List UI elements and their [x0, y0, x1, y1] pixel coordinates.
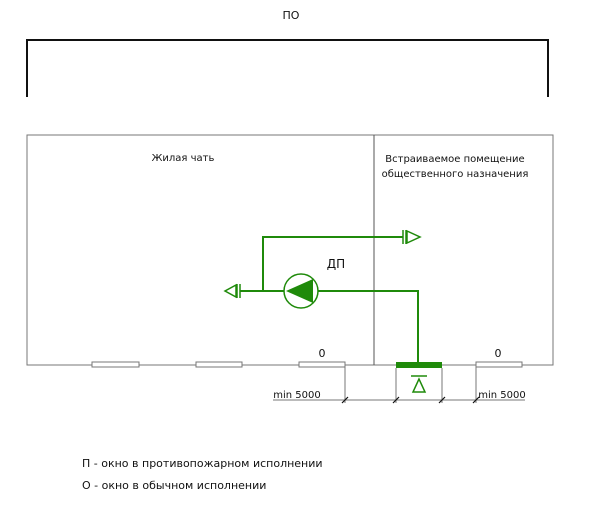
windows [91, 361, 523, 368]
vent-arrow-left-icon [223, 283, 241, 299]
residential-label: Жилая чать [152, 153, 215, 164]
window [91, 361, 140, 368]
window [195, 361, 243, 368]
fan-icon [283, 273, 319, 309]
public-label-1: Встраиваемое помещение [385, 154, 524, 165]
fan-label: ДП [327, 257, 345, 271]
supply-symbol-icon [411, 375, 427, 393]
dimension-right: min 5000 [478, 390, 526, 401]
upper-floor-bracket [26, 39, 549, 97]
fire-window [396, 362, 442, 368]
dimension-lines [273, 367, 525, 404]
window [298, 361, 346, 368]
legend-regular-window: О - окно в обычном исполнении [82, 479, 266, 492]
window-label-right: 0 [495, 347, 502, 360]
dimension-left: min 5000 [273, 390, 321, 401]
window [475, 361, 523, 368]
duct-network [240, 236, 419, 363]
public-label-2: общественного назначения [382, 169, 529, 180]
vent-arrow-right-icon [402, 229, 422, 245]
window-label-left: 0 [319, 347, 326, 360]
top-label: ПО [283, 9, 300, 22]
building-outline [26, 134, 554, 366]
legend-fire-window: П - окно в противопожарном исполнении [82, 457, 323, 470]
